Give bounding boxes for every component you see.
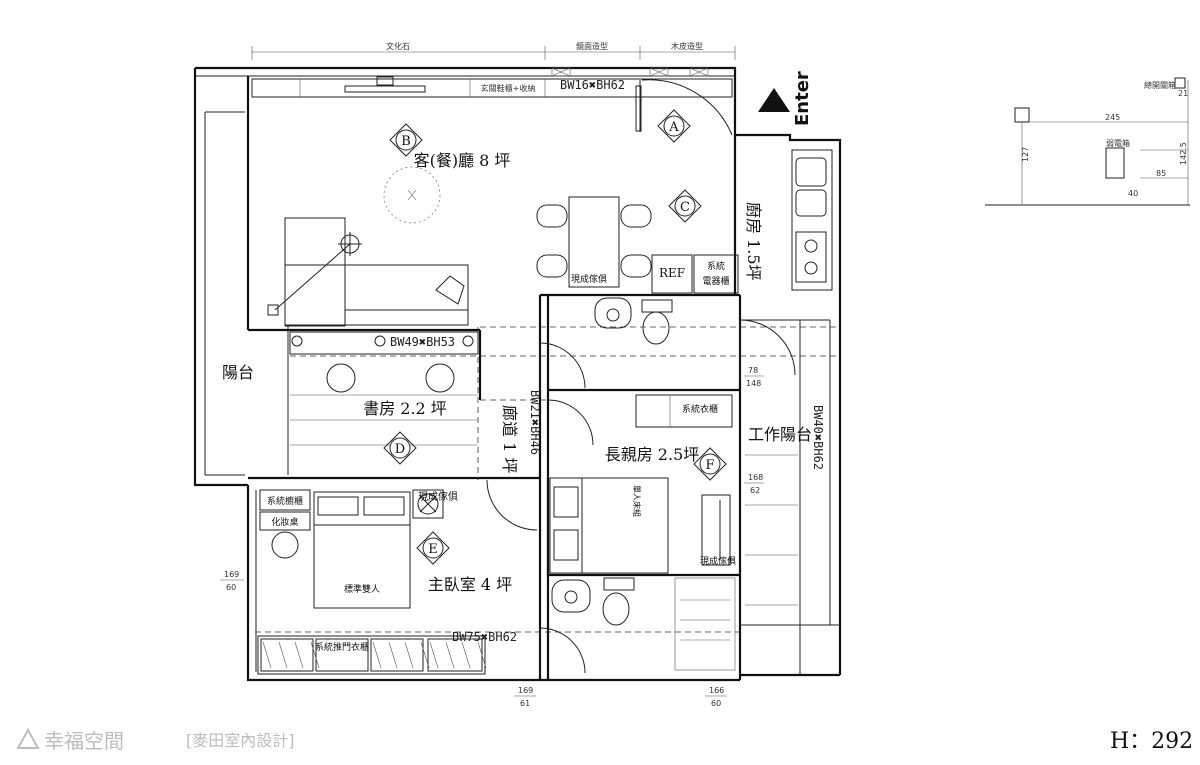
kitchen: 廚房 1.5坪 [733,135,833,295]
double-bed-label: 標準雙人 [344,583,380,595]
sliding-wardrobe-label: 系統推門衣櫃 [315,641,369,653]
dim-2-bottom: 62 [750,486,760,495]
detail-dim-small-1: 85 [1156,169,1166,178]
detail-dim-height: 127 [1021,147,1030,162]
master-existing-furniture-label: 現成傢俱 [418,490,458,503]
svg-text:A: A [668,120,679,135]
svg-text:E: E [428,542,438,557]
balcony-label: 陽台 [222,363,254,382]
view-marker-c: C [668,189,702,223]
view-marker-b: B [389,123,423,157]
ceiling-height-label: H：292 [1110,729,1193,754]
study-label: 書房 2.2 坪 [363,399,447,418]
service-balcony-label: 工作陽台 [748,425,812,444]
vanity-cabinet-label: 系統櫥櫃 [267,495,303,507]
dim-3-bottom: 60 [226,583,236,592]
vanity-desk-label: 化妝桌 [271,516,298,528]
view-markers: A B C D E F [383,109,727,565]
refrigerator-label: REF [659,266,685,280]
corridor-label: 廊道 1 坪 [500,405,519,473]
view-marker-e: E [416,531,450,565]
svg-text:F: F [705,458,714,473]
kitchen-label: 廚房 1.5坪 [744,202,763,281]
view-marker-f: F [693,447,727,481]
enter-label: Enter [792,71,813,126]
top-dimension-lines: 文化石 鏡面造型 木皮造型 [251,41,736,60]
elder-existing-furniture-label: 現成傢俱 [700,555,736,567]
svg-text:D: D [395,442,405,457]
dim-4-top: 169 [518,686,533,695]
entry-door: Enter [635,71,813,136]
bathroom-lower [539,577,736,675]
detail-dim-small-2: 40 [1128,189,1138,198]
balconies: 陽台 工作陽台 BW40✖BH62 [222,363,825,606]
dining-existing-furniture-label: 現成傢俱 [571,273,607,285]
dim-2-top: 168 [748,473,763,482]
corridor: 廊道 1 坪 BW21✖BH46 [486,342,594,531]
system-cabinet-label-1: 系統 [707,260,725,272]
wood-shape-label: 木皮造型 [671,41,703,51]
svg-text:C: C [680,200,690,215]
dim-5-bottom: 60 [711,699,721,708]
entry-cabinet-code: BW16✖BH62 [560,78,625,92]
master-bedroom: 系統櫥櫃 化妝桌 標準雙人 現成傢俱 主臥室 4 坪 系統推門衣櫃 BW75✖B… [257,489,517,675]
dim-4-bottom: 61 [520,699,530,708]
watermark: 幸福空間 [麥田室內設計] [16,727,295,753]
top-cabinet-band: 玄關鞋櫃+收納 BW16✖BH62 [251,67,733,98]
dim-1-bottom: 148 [746,379,761,388]
detail-elevation: 總開關箱 弱電箱 245 127 85 40 142.5 21 [985,77,1190,206]
master-wardrobe-code: BW75✖BH62 [452,630,517,644]
detail-label-2: 弱電箱 [1106,138,1130,148]
study-room: BW49✖BH53 書房 2.2 坪 [289,331,479,446]
dining-area: 現成傢俱 REF 系統 電器櫃 [536,196,739,294]
service-balcony-cabinet-code: BW40✖BH62 [811,405,825,470]
stone-wall-label: 文化石 [386,41,410,51]
outer-walls [193,66,842,682]
watermark-firm: [麥田室內設計] [186,731,295,750]
svg-text:B: B [401,134,411,149]
living-room-label: 客(餐)廳 8 坪 [414,151,511,170]
single-bed-label: 單人床組 [632,485,642,517]
shoe-cabinet-label: 玄關鞋櫃+收納 [481,83,536,93]
study-cabinet-code: BW49✖BH53 [390,335,455,349]
living-room: 客(餐)廳 8 坪 [267,151,511,327]
dim-1-top: 78 [748,366,758,375]
dim-3-top: 169 [224,570,239,579]
elder-room-label: 長親房 2.5坪 [605,445,700,464]
mirror-shape-label: 鏡面造型 [576,41,608,51]
detail-dim-side: 142.5 [1179,142,1188,165]
bathroom-upper [594,297,796,380]
master-bedroom-label: 主臥室 4 坪 [428,575,512,594]
elder-room: 系統衣櫃 長親房 2.5坪 單人床組 現成傢俱 [549,394,736,574]
system-cabinet-label-2: 電器櫃 [702,275,729,287]
elder-wardrobe-label: 系統衣櫃 [682,403,718,415]
corridor-cabinet-code: BW21✖BH46 [528,390,542,455]
detail-label-1: 總開關箱 [1144,80,1176,90]
detail-dim-corner: 21 [1178,89,1188,98]
detail-dim-width: 245 [1105,113,1120,122]
dim-5-top: 166 [709,686,724,695]
view-marker-a: A [657,109,691,143]
dimension-notes: 78 148 168 62 169 60 169 61 166 60 [220,366,764,708]
view-marker-d: D [383,431,417,465]
entry-arrow-icon [758,88,790,112]
watermark-brand: 幸福空間 [44,729,124,753]
brand-logo-icon [16,727,40,749]
